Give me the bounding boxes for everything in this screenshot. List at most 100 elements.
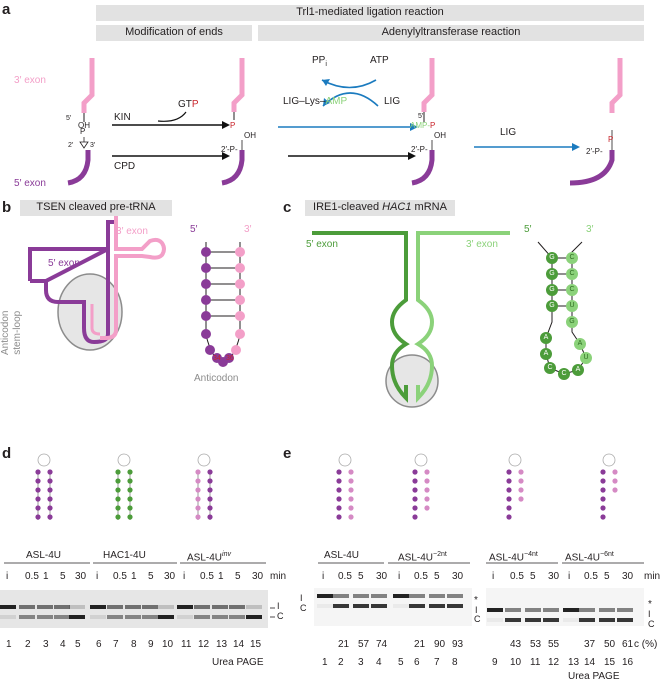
lane-number: 1 (6, 639, 12, 650)
hairpin-dot (127, 478, 133, 484)
gel-band-I (505, 608, 521, 612)
c-box: IRE1-cleaved HAC1 mRNA (305, 200, 455, 216)
hairpin-dot (600, 487, 606, 493)
exon5-strand-4 (569, 150, 615, 186)
a-5prime: 5′ (66, 115, 72, 122)
hairpin-dot (412, 469, 418, 475)
hairpin-dot (127, 505, 133, 511)
lane-number: 5 (398, 657, 404, 668)
nucleotide: C (566, 252, 578, 264)
gel-band-C (525, 618, 541, 622)
nucleotide: C (566, 268, 578, 280)
nucleotide: C (558, 368, 570, 380)
mini-hairpin-asl (37, 453, 51, 520)
gel-band-C (229, 615, 245, 619)
lane-number: 10 (510, 657, 522, 668)
hairpin-dot (195, 478, 201, 484)
e-label-4: ASL-4U−6nt (565, 551, 614, 564)
percent-value: 93 (452, 639, 464, 650)
hairpin-dot (35, 505, 41, 511)
gel-band-I (158, 605, 174, 609)
hairpin-dot (35, 496, 41, 502)
hairpin-dot (348, 514, 354, 520)
e-star-left: * (474, 595, 478, 606)
hairpin-dot (195, 469, 201, 475)
a-lig-2: LIG (500, 127, 517, 138)
d-page: Urea PAGE (212, 657, 264, 668)
gel-band-I (393, 594, 409, 598)
e-label-3: ASL-4U−4nt (489, 551, 538, 564)
a-oh-3: OH (434, 131, 446, 140)
gel-band-I (409, 594, 425, 598)
hairpin-dot (35, 478, 41, 484)
a-2prime: 2′ (68, 142, 74, 149)
gel-band-C (409, 604, 425, 608)
time-label: 5 (235, 571, 241, 582)
time-label: 5 (358, 571, 364, 582)
gel-band-C (69, 615, 85, 619)
lane-number: 6 (414, 657, 420, 668)
nucleotide: A (540, 332, 552, 344)
gel-band-C (125, 615, 141, 619)
a-2pp-4: 2′-P- (586, 147, 603, 156)
time-label: 0.5 (200, 571, 214, 582)
a-lig-lys: LIG–Lys–AMP (283, 96, 348, 107)
nucleotide: G (546, 300, 558, 312)
lane-number: 13 (216, 639, 228, 650)
gel-band-C (599, 618, 615, 622)
panel-label-c: c (283, 199, 292, 216)
time-label: 5 (604, 571, 610, 582)
gel-band-C (333, 604, 349, 608)
hac1-5-exon (312, 231, 410, 403)
time-label: i (322, 571, 325, 582)
e-min: min (644, 571, 661, 582)
gel-band-C (19, 615, 35, 619)
hairpin-dot (348, 469, 354, 475)
hairpin-dot (127, 469, 133, 475)
hairpin-dot (47, 505, 53, 511)
lane-number: 12 (548, 657, 560, 668)
e-star-right: * (648, 599, 652, 610)
percent-value: 53 (530, 639, 542, 650)
exon5-strand-1 (67, 150, 91, 186)
hairpin-dot (600, 496, 606, 502)
exon3-strand-3 (421, 58, 435, 112)
hairpin-dot (612, 469, 618, 475)
gel-band-C (487, 618, 503, 622)
hairpin-dot (600, 505, 606, 511)
e-label-2: ASL-4U−2nt (398, 551, 447, 564)
lane-number: 3 (43, 639, 49, 650)
lane-number: 15 (604, 657, 616, 668)
hairpin-dot (506, 505, 512, 511)
time-label: 5 (60, 571, 66, 582)
time-label: i (398, 571, 401, 582)
e-band-C-right: C (648, 619, 655, 629)
exon3-strand-1 (81, 58, 95, 113)
gel-band-I (617, 608, 633, 612)
hairpin-dot (412, 514, 418, 520)
lane-number: 15 (250, 639, 262, 650)
gel-band-C (371, 604, 387, 608)
c-exon3: 3′ exon (466, 239, 498, 250)
b-anticodon: Anticodon (194, 373, 239, 384)
a-2pp-2: 2′-P- (221, 145, 238, 154)
a-oh-2: OH (244, 131, 256, 140)
b-nt34: 34 (213, 355, 221, 362)
exon3-strand-2 (231, 58, 245, 112)
hairpin-dot (336, 469, 342, 475)
tRNA-3-exon (100, 208, 166, 340)
time-label: i (568, 571, 571, 582)
nucleotide: C (544, 362, 556, 374)
lane-number: 14 (584, 657, 596, 668)
lane-number: 9 (148, 639, 154, 650)
gel-band-C (563, 618, 579, 622)
nucleotide: A (540, 348, 552, 360)
lane-number: 8 (452, 657, 458, 668)
a-5prime-3: 5′ (418, 113, 424, 120)
d-label-aslinv: ASL-4Uinv (187, 551, 231, 564)
hac1-3-exon (414, 231, 510, 403)
hairpin-dot (127, 514, 133, 520)
gel-band-I (19, 605, 35, 609)
a-p-4: P (608, 135, 614, 144)
